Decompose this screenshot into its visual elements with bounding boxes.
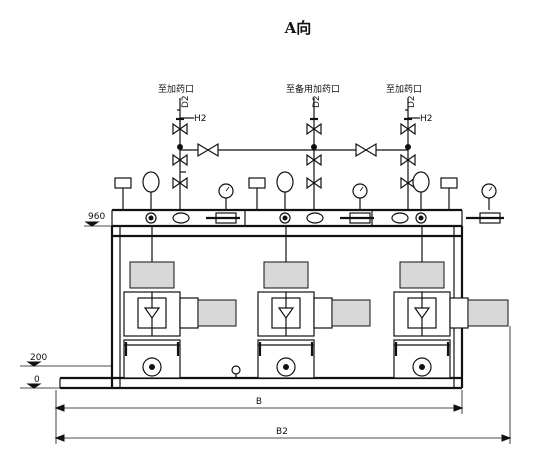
pump-unit-left — [123, 261, 237, 379]
crossover-line — [180, 142, 408, 158]
manifold-fittings — [145, 212, 504, 224]
pipe-label-group-left: D2 H2 — [181, 95, 207, 124]
drain-valve — [231, 365, 241, 378]
dimension-b: B — [54, 390, 464, 444]
dimension-b2: B2 — [54, 326, 512, 444]
level-960: 960 — [84, 212, 112, 227]
pipe-label-h-left: H2 — [194, 114, 207, 124]
level-200: 200 — [20, 353, 112, 367]
skid-frame — [59, 226, 464, 390]
dimension-label-b2: B2 — [276, 427, 288, 437]
pump-risers — [151, 226, 423, 262]
instrument-row — [114, 171, 497, 210]
valve-chain-center — [306, 117, 322, 210]
level-label-0: 0 — [34, 375, 40, 385]
pump-unit-center — [257, 261, 371, 379]
pipe-label-d-left: D2 — [181, 95, 191, 108]
dimension-label-b: B — [256, 397, 262, 407]
pipe-label-d-center: D2 — [312, 95, 322, 108]
pipe-label-group-right: D2 H2 — [407, 95, 433, 124]
inlet-label-right: 至加药口 — [386, 84, 422, 95]
pipe-label-h-right: H2 — [420, 114, 433, 124]
pipe-label-group-center: D2 — [312, 95, 322, 108]
inlet-pipes — [177, 98, 420, 122]
level-label-200: 200 — [30, 353, 47, 363]
level-0: 0 — [20, 375, 60, 389]
pump-unit-right — [393, 261, 509, 379]
inlet-label-left: 至加药口 — [158, 84, 194, 95]
valve-chain-left — [172, 117, 188, 210]
inlet-label-center: 至备用加药口 — [286, 83, 340, 95]
pipe-label-d-right: D2 — [407, 95, 417, 108]
valve-chain-right — [400, 117, 416, 210]
level-label-960: 960 — [88, 212, 105, 222]
top-manifold — [111, 208, 504, 228]
view-title: A向 — [284, 19, 312, 37]
